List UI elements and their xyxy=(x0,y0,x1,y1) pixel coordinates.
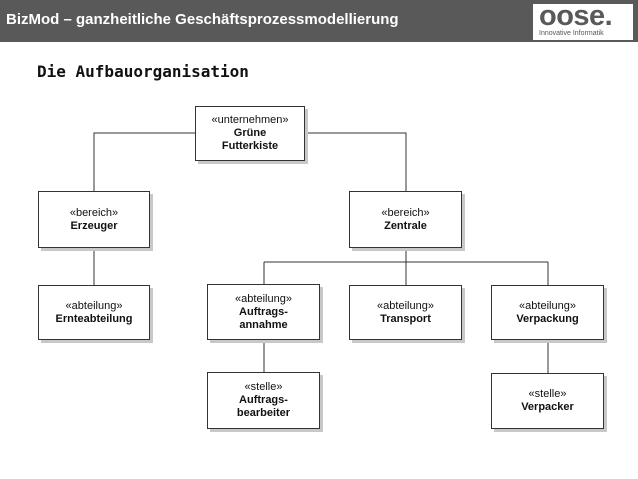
node-stereotype: «unternehmen» xyxy=(211,114,289,126)
node-name: Ernteabteilung xyxy=(55,312,133,325)
node-name: Auftrags- annahme xyxy=(239,305,288,331)
logo-wordmark: oose. xyxy=(539,0,613,32)
node-name: Verpackung xyxy=(516,312,579,325)
node-abteilung-verpackung: «abteilung» Verpackung xyxy=(491,285,604,340)
node-stelle-verpacker: «stelle» Verpacker xyxy=(491,373,604,429)
node-stereotype: «bereich» xyxy=(69,206,119,219)
node-name: Grüne Futterkiste xyxy=(221,127,279,152)
node-abteilung-ernte: «abteilung» Ernteabteilung xyxy=(38,285,150,340)
node-stereotype: «abteilung» xyxy=(519,299,576,312)
oose-logo: oose. Innovative Informatik xyxy=(533,0,633,40)
node-stereotype: «stelle» xyxy=(244,381,283,393)
node-name: Verpacker xyxy=(521,401,574,413)
header-title: BizMod – ganzheitliche Geschäftsprozessm… xyxy=(6,11,399,28)
node-name: Zentrale xyxy=(384,219,427,232)
node-stereotype: «abteilung» xyxy=(377,299,434,312)
node-bereich-zentrale: «bereich» Zentrale xyxy=(349,191,462,248)
node-unternehmen: «unternehmen» Grüne Futterkiste xyxy=(195,106,305,161)
node-bereich-erzeuger: «bereich» Erzeuger xyxy=(38,191,150,248)
node-stelle-auftragsbearbeiter: «stelle» Auftrags- bearbeiter xyxy=(207,372,320,429)
node-abteilung-auftragsannahme: «abteilung» Auftrags- annahme xyxy=(207,284,320,340)
edge-unternehmen-erzeuger xyxy=(93,132,195,191)
page-title: Die Aufbauorganisation xyxy=(37,62,249,81)
node-stereotype: «stelle» xyxy=(528,388,567,400)
node-stereotype: «bereich» xyxy=(381,206,430,219)
node-name: Erzeuger xyxy=(70,219,118,232)
logo-tagline: Innovative Informatik xyxy=(539,30,604,37)
node-name: Auftrags- bearbeiter xyxy=(236,394,291,419)
node-stereotype: «abteilung» xyxy=(235,292,292,305)
edge-unternehmen-zentrale xyxy=(305,132,407,191)
node-stereotype: «abteilung» xyxy=(65,299,123,312)
node-abteilung-transport: «abteilung» Transport xyxy=(349,285,462,340)
header-bar: BizMod – ganzheitliche Geschäftsprozessm… xyxy=(0,0,638,42)
node-name: Transport xyxy=(380,312,431,325)
